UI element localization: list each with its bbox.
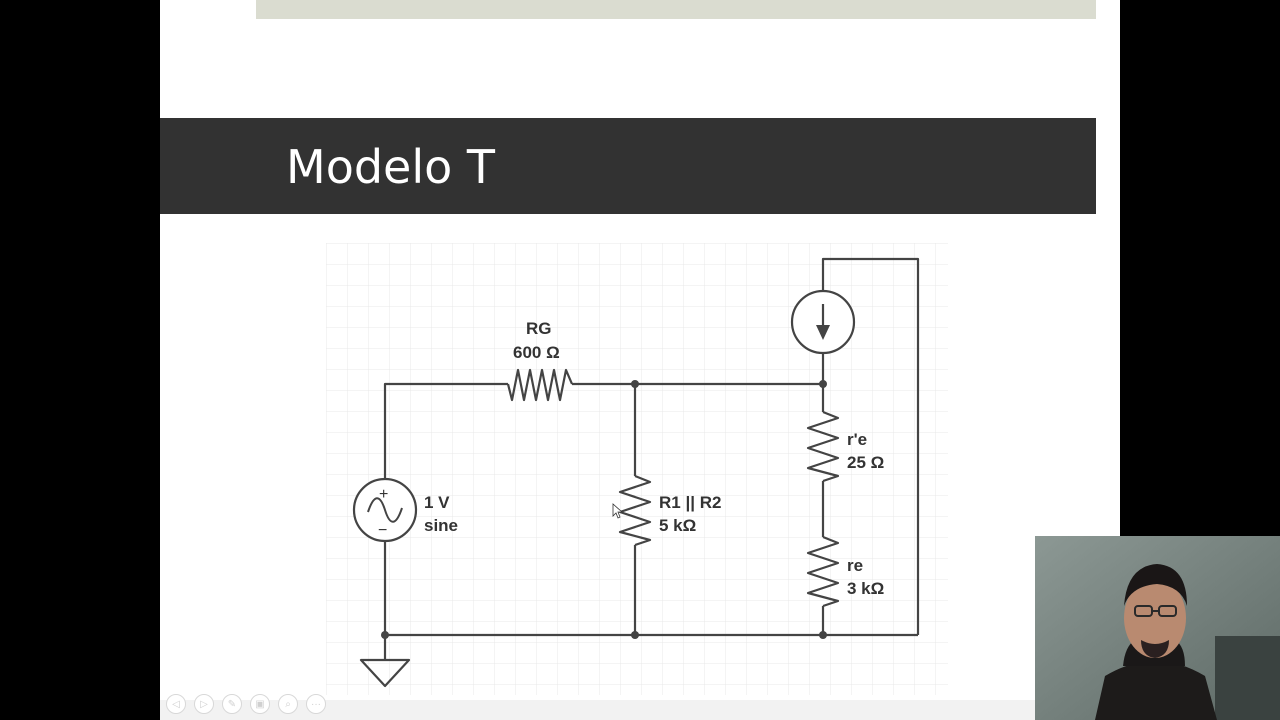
source-type-label: sine [424, 516, 458, 535]
node-top-right [819, 380, 827, 388]
current-source [790, 289, 856, 355]
source-plus-sign: + [379, 486, 388, 503]
rg-name-label: RG [526, 319, 552, 338]
r12-name-label: R1 || R2 [659, 493, 721, 512]
node-bottom-right [819, 631, 827, 639]
arrow-down-icon [816, 325, 830, 340]
resistor-re [806, 535, 840, 608]
more-icon[interactable]: ··· [306, 694, 326, 714]
ac-source: + − [352, 477, 418, 543]
wire-left-top [383, 382, 508, 479]
source-minus-sign: − [378, 522, 387, 539]
pen-icon[interactable]: ✎ [222, 694, 242, 714]
slides-icon[interactable]: ▣ [250, 694, 270, 714]
re-value-label: 3 kΩ [847, 579, 884, 598]
presenter-video [1035, 536, 1280, 720]
prev-arrow-icon[interactable]: ◁ [166, 694, 186, 714]
slideshow-controls: ◁ ▷ ✎ ▣ ⌕ ··· [166, 694, 326, 714]
re-name-label: re [847, 556, 863, 575]
next-arrow-icon[interactable]: ▷ [194, 694, 214, 714]
title-bar: Modelo T [160, 118, 1096, 214]
slide-title: Modelo T [286, 140, 495, 194]
slide-top-band [256, 0, 1096, 19]
source-voltage-label: 1 V [424, 493, 450, 512]
node-top-middle [631, 380, 639, 388]
ground-symbol [359, 658, 411, 688]
resistor-rpe [806, 410, 840, 483]
circuit-diagram: + − RG 600 Ω 1 V sine R1 || R2 5 kΩ r'e … [326, 243, 948, 695]
node-bottom-middle [631, 631, 639, 639]
webcam-overlay [1035, 536, 1280, 720]
rpe-name-label: r'e [847, 430, 867, 449]
zoom-icon[interactable]: ⌕ [278, 694, 298, 714]
wire-loop [821, 257, 920, 635]
rpe-value-label: 25 Ω [847, 453, 884, 472]
slideshow-bottom-bar [160, 700, 1120, 720]
resistor-rg [506, 368, 574, 402]
node-bottom-left [381, 631, 389, 639]
rg-value-label: 600 Ω [513, 343, 560, 362]
mouse-cursor-icon [612, 503, 624, 519]
presentation-slide: Modelo T [160, 0, 1120, 720]
r12-value-label: 5 kΩ [659, 516, 696, 535]
